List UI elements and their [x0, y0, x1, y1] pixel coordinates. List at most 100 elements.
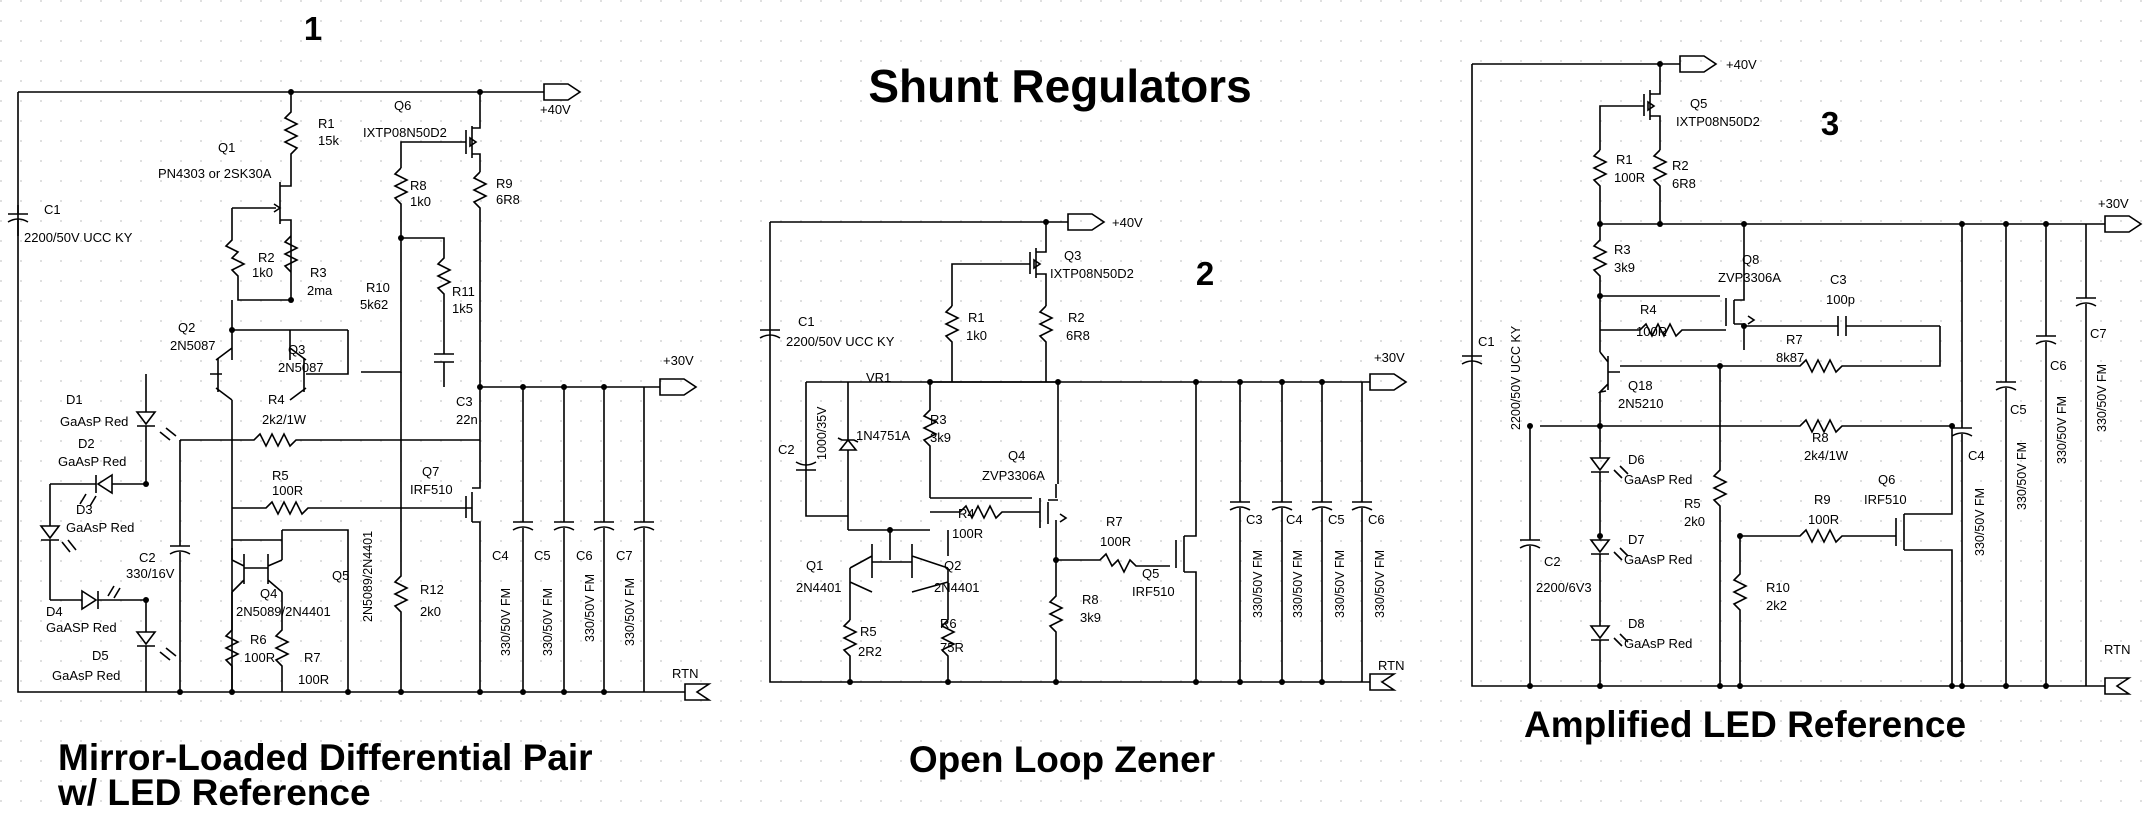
- d3-value: GaAsP Red: [66, 520, 134, 535]
- r8-2-ref: R8: [1082, 592, 1099, 607]
- d1-ref: D1: [66, 392, 83, 407]
- circuit-1-number: 1: [304, 10, 322, 47]
- q3-2-value: IXTP08N50D2: [1050, 266, 1134, 281]
- r5-2-ref: R5: [860, 624, 877, 639]
- r5-3-ref: R5: [1684, 496, 1701, 511]
- r2-2-ref: R2: [1068, 310, 1085, 325]
- connector-rtn: [684, 683, 712, 701]
- r8-3-ref: R8: [1812, 430, 1829, 445]
- r5-value: 100R: [272, 483, 303, 498]
- circuit-3-number: 3: [1821, 105, 1839, 142]
- d6-ref: D6: [1628, 452, 1645, 467]
- rail-2-label-rtn: RTN: [1378, 658, 1404, 673]
- r8-value: 1k0: [410, 194, 431, 209]
- c4-value: 330/50V FM: [499, 588, 513, 656]
- r7-2-ref: R7: [1106, 514, 1123, 529]
- r4-3-ref: R4: [1640, 302, 1657, 317]
- d5-ref: D5: [92, 648, 109, 663]
- connector-2-rtn: [1369, 673, 1397, 691]
- q3-value: 2N5087: [278, 360, 324, 375]
- d3-ref: D3: [76, 502, 93, 517]
- r10-3-ref: R10: [1766, 580, 1790, 595]
- q5-3-value: IXTP08N50D2: [1676, 114, 1760, 129]
- q7-value: IRF510: [410, 482, 453, 497]
- q8-value: ZVP3306A: [1718, 270, 1781, 285]
- r6-ref: R6: [250, 632, 267, 647]
- q1-value: PN4303 or 2SK30A: [158, 166, 272, 181]
- rail-3-label-rtn: RTN: [2104, 642, 2130, 657]
- c7-3-ref: C7: [2090, 326, 2107, 341]
- q18-value: 2N5210: [1618, 396, 1664, 411]
- q6-3-ref: Q6: [1878, 472, 1895, 487]
- q3-ref: Q3: [288, 342, 305, 357]
- r10-value: 5k62: [360, 297, 388, 312]
- r12-value: 2k0: [420, 604, 441, 619]
- c2-2-value: 1000/35V: [815, 406, 829, 460]
- q8-ref: Q8: [1742, 252, 1759, 267]
- c4-3-value: 330/50V FM: [1973, 488, 1987, 556]
- r6-2-ref: R6: [940, 616, 957, 631]
- vr1-ref: VR1: [866, 370, 891, 385]
- r3-3-ref: R3: [1614, 242, 1631, 257]
- vr1-value: 1N4751A: [856, 428, 911, 443]
- q6-3-value: IRF510: [1864, 492, 1907, 507]
- c3-2-value: 330/50V FM: [1251, 550, 1265, 618]
- c4-3-ref: C4: [1968, 448, 1985, 463]
- c2-value: 330/16V: [126, 566, 175, 581]
- r10-ref: R10: [366, 280, 390, 295]
- q18-ref: Q18: [1628, 378, 1653, 393]
- c4-ref: C4: [492, 548, 509, 563]
- c1-2-ref: C1: [798, 314, 815, 329]
- circuit-3-caption: Amplified LED Reference: [1524, 704, 1966, 745]
- r1-3-ref: R1: [1616, 152, 1633, 167]
- q6-value: IXTP08N50D2: [363, 125, 447, 140]
- r7-ref: R7: [304, 650, 321, 665]
- c3-3-value: 100p: [1826, 292, 1855, 307]
- d2-ref: D2: [78, 436, 95, 451]
- r2-3-ref: R2: [1672, 158, 1689, 173]
- r6-value: 100R: [244, 650, 275, 665]
- r2-3-value: 6R8: [1672, 176, 1696, 191]
- r1-value: 15k: [318, 133, 339, 148]
- c1-3-ref: C1: [1478, 334, 1495, 349]
- d7-value: GaAsP Red: [1624, 552, 1692, 567]
- q1-ref: Q1: [218, 140, 235, 155]
- q4-ref: Q4: [260, 586, 277, 601]
- d4-ref: D4: [46, 604, 63, 619]
- r7-3-value: 8k87: [1776, 350, 1804, 365]
- d6-value: GaAsP Red: [1624, 472, 1692, 487]
- r5-2-value: 2R2: [858, 644, 882, 659]
- c4-2-ref: C4: [1286, 512, 1303, 527]
- r4-2-value: 100R: [952, 526, 983, 541]
- c6-value: 330/50V FM: [583, 574, 597, 642]
- c5-3-value: 330/50V FM: [2015, 442, 2029, 510]
- q7-ref: Q7: [422, 464, 439, 479]
- r2-value: 1k0: [252, 265, 273, 280]
- r1-ref: R1: [318, 116, 335, 131]
- c2-3-value: 2200/6V3: [1536, 580, 1592, 595]
- connector-3-rtn: [2104, 677, 2132, 695]
- c3-2-ref: C3: [1246, 512, 1263, 527]
- c7-3-value: 330/50V FM: [2095, 364, 2109, 432]
- q2-value: 2N5087: [170, 338, 216, 353]
- connector-plus30v: [659, 378, 698, 396]
- r7-3-ref: R7: [1786, 332, 1803, 347]
- r9-3-value: 100R: [1808, 512, 1839, 527]
- c2-3-ref: C2: [1544, 554, 1561, 569]
- c7-ref: C7: [616, 548, 633, 563]
- r1-2-ref: R1: [968, 310, 985, 325]
- q5-3-ref: Q5: [1690, 96, 1707, 111]
- c3-3-ref: C3: [1830, 272, 1847, 287]
- d7-ref: D7: [1628, 532, 1645, 547]
- d5-value: GaAsP Red: [52, 668, 120, 683]
- r6-2-value: 75R: [940, 640, 964, 655]
- c6-2-ref: C6: [1368, 512, 1385, 527]
- d8-value: GaAsP Red: [1624, 636, 1692, 651]
- r7-value: 100R: [298, 672, 329, 687]
- rail-label-plus30v: +30V: [663, 353, 694, 368]
- r3-3-value: 3k9: [1614, 260, 1635, 275]
- circuit-2-number: 2: [1196, 255, 1214, 292]
- r12-ref: R12: [420, 582, 444, 597]
